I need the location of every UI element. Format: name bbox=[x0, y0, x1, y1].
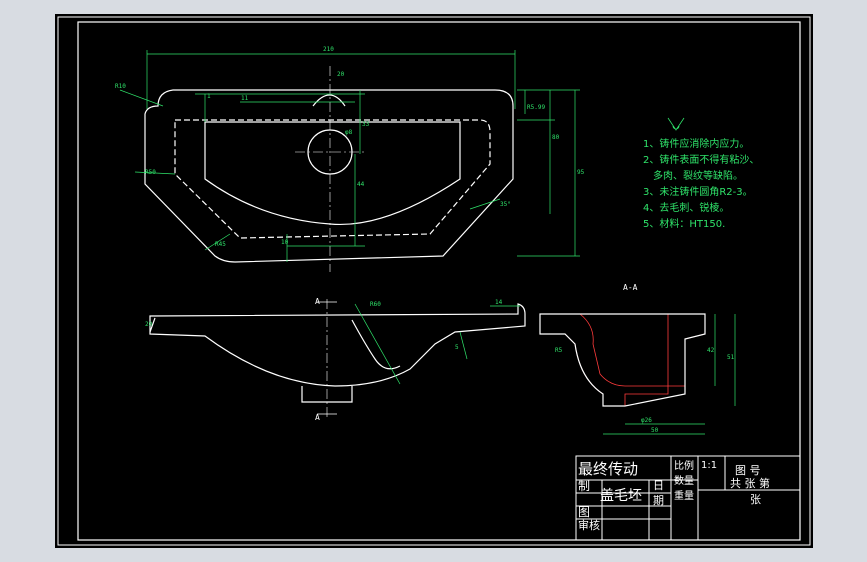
label-zhi: 制 bbox=[578, 479, 590, 493]
section-hatch-right bbox=[667, 313, 706, 387]
dim-side-t: 14 bbox=[495, 299, 503, 306]
drawing-title: 最终传动 bbox=[578, 460, 638, 478]
inner-frame bbox=[77, 21, 801, 541]
note-2: 2、铸件表面不得有粘沙、 bbox=[643, 153, 759, 166]
top-view-centerlines bbox=[295, 66, 365, 272]
front-view-dimension-lines bbox=[354, 303, 520, 385]
weight-label: 重量 bbox=[674, 489, 694, 502]
dim-v4: 95 bbox=[577, 169, 585, 176]
dim-v1: 33 bbox=[362, 121, 370, 128]
section-mark-top: A bbox=[315, 297, 320, 306]
note-6: 5、材料：HT150. bbox=[643, 217, 725, 230]
drawing-no-label: 图 号 bbox=[735, 464, 761, 477]
outer-frame bbox=[57, 16, 811, 546]
dim-hole: φ8 bbox=[345, 129, 353, 136]
dim-sec-w1: 50 bbox=[651, 427, 659, 434]
section-dimension-lines bbox=[603, 314, 736, 435]
part-name: 盖毛坯 bbox=[600, 488, 642, 504]
note-4: 3、未注铸件圆角R2-3。 bbox=[643, 185, 753, 198]
dim-sec-h2: 51 bbox=[727, 354, 735, 361]
section-dimension-labels: φ26 50 42 51 R5 bbox=[555, 347, 735, 434]
label-shen: 审核 bbox=[578, 518, 600, 532]
top-view-outer-contour bbox=[144, 89, 514, 263]
tap-notch bbox=[312, 94, 346, 107]
dim-side-r: R60 bbox=[370, 301, 381, 308]
title-block bbox=[575, 455, 801, 541]
front-view-dimension-labels: A A R60 14 5 20 bbox=[145, 297, 503, 422]
dim-h1: 1 bbox=[207, 93, 211, 100]
dim-sec-h1: 42 bbox=[707, 347, 715, 354]
dim-angle: 35° bbox=[500, 201, 511, 208]
dim-r-left-top: R10 bbox=[115, 83, 126, 90]
label-ri: 日 bbox=[653, 479, 664, 492]
top-view bbox=[144, 89, 514, 263]
top-view-dimension-lines bbox=[119, 50, 580, 262]
dim-h2: 11 bbox=[241, 95, 249, 102]
drawing-canvas: 210 R10 R50 R45 20 R5.99 1 11 33 44 80 9… bbox=[57, 16, 811, 546]
note-5: 4、去毛刺、锐棱。 bbox=[643, 201, 729, 214]
section-view bbox=[539, 313, 706, 407]
dim-r-left-mid: R50 bbox=[145, 169, 156, 176]
quantity-label: 数量 bbox=[674, 474, 694, 487]
label-tu: 图 bbox=[578, 505, 590, 519]
dim-v3: 80 bbox=[552, 134, 560, 141]
dim-sec-r: R5 bbox=[555, 347, 563, 354]
section-mark-bottom: A bbox=[315, 413, 320, 422]
dim-right-r: R5.99 bbox=[527, 104, 545, 111]
front-inner-curve bbox=[351, 319, 401, 370]
sheet-info: 共 张 第 bbox=[730, 476, 770, 490]
dim-bottom: 10 bbox=[281, 239, 289, 246]
dim-side-d: 5 bbox=[455, 344, 459, 351]
section-label: A-A bbox=[623, 283, 638, 292]
dim-sec-w2: φ26 bbox=[641, 417, 652, 424]
technical-notes: 1、铸件应消除内应力。 2、铸件表面不得有粘沙、 多肉、裂纹等缺陷。 3、未注铸… bbox=[643, 117, 759, 230]
dim-r-left-bottom: R45 bbox=[215, 241, 226, 248]
dim-side-l: 20 bbox=[145, 321, 153, 328]
top-view-inner-contour bbox=[174, 119, 491, 239]
front-view-outline bbox=[149, 303, 526, 387]
bowl-outline bbox=[204, 121, 461, 226]
title-block-text: 最终传动 制 盖毛坯 图 审核 日 期 比例 数量 重量 1:1 图 号 共 张… bbox=[578, 459, 770, 532]
note-1: 1、铸件应消除内应力。 bbox=[643, 137, 749, 150]
sheet-zhang: 张 bbox=[750, 493, 761, 506]
dim-top-width: 210 bbox=[323, 46, 334, 53]
note-3: 多肉、裂纹等缺陷。 bbox=[653, 169, 743, 182]
section-hatch-left bbox=[539, 313, 669, 407]
top-view-dimension-labels: 210 R10 R50 R45 20 R5.99 1 11 33 44 80 9… bbox=[115, 46, 585, 248]
section-cut-markers bbox=[317, 301, 337, 415]
scale-label: 比例 bbox=[674, 459, 694, 472]
cad-viewport[interactable]: 210 R10 R50 R45 20 R5.99 1 11 33 44 80 9… bbox=[55, 14, 813, 548]
scale-value: 1:1 bbox=[701, 460, 717, 471]
label-qi: 期 bbox=[653, 494, 664, 507]
front-view bbox=[149, 303, 526, 403]
dim-small: 20 bbox=[337, 71, 345, 78]
front-lip bbox=[149, 317, 156, 333]
dim-v2: 44 bbox=[357, 181, 365, 188]
section-outline bbox=[539, 313, 706, 407]
roughness-symbol-icon bbox=[667, 117, 685, 131]
